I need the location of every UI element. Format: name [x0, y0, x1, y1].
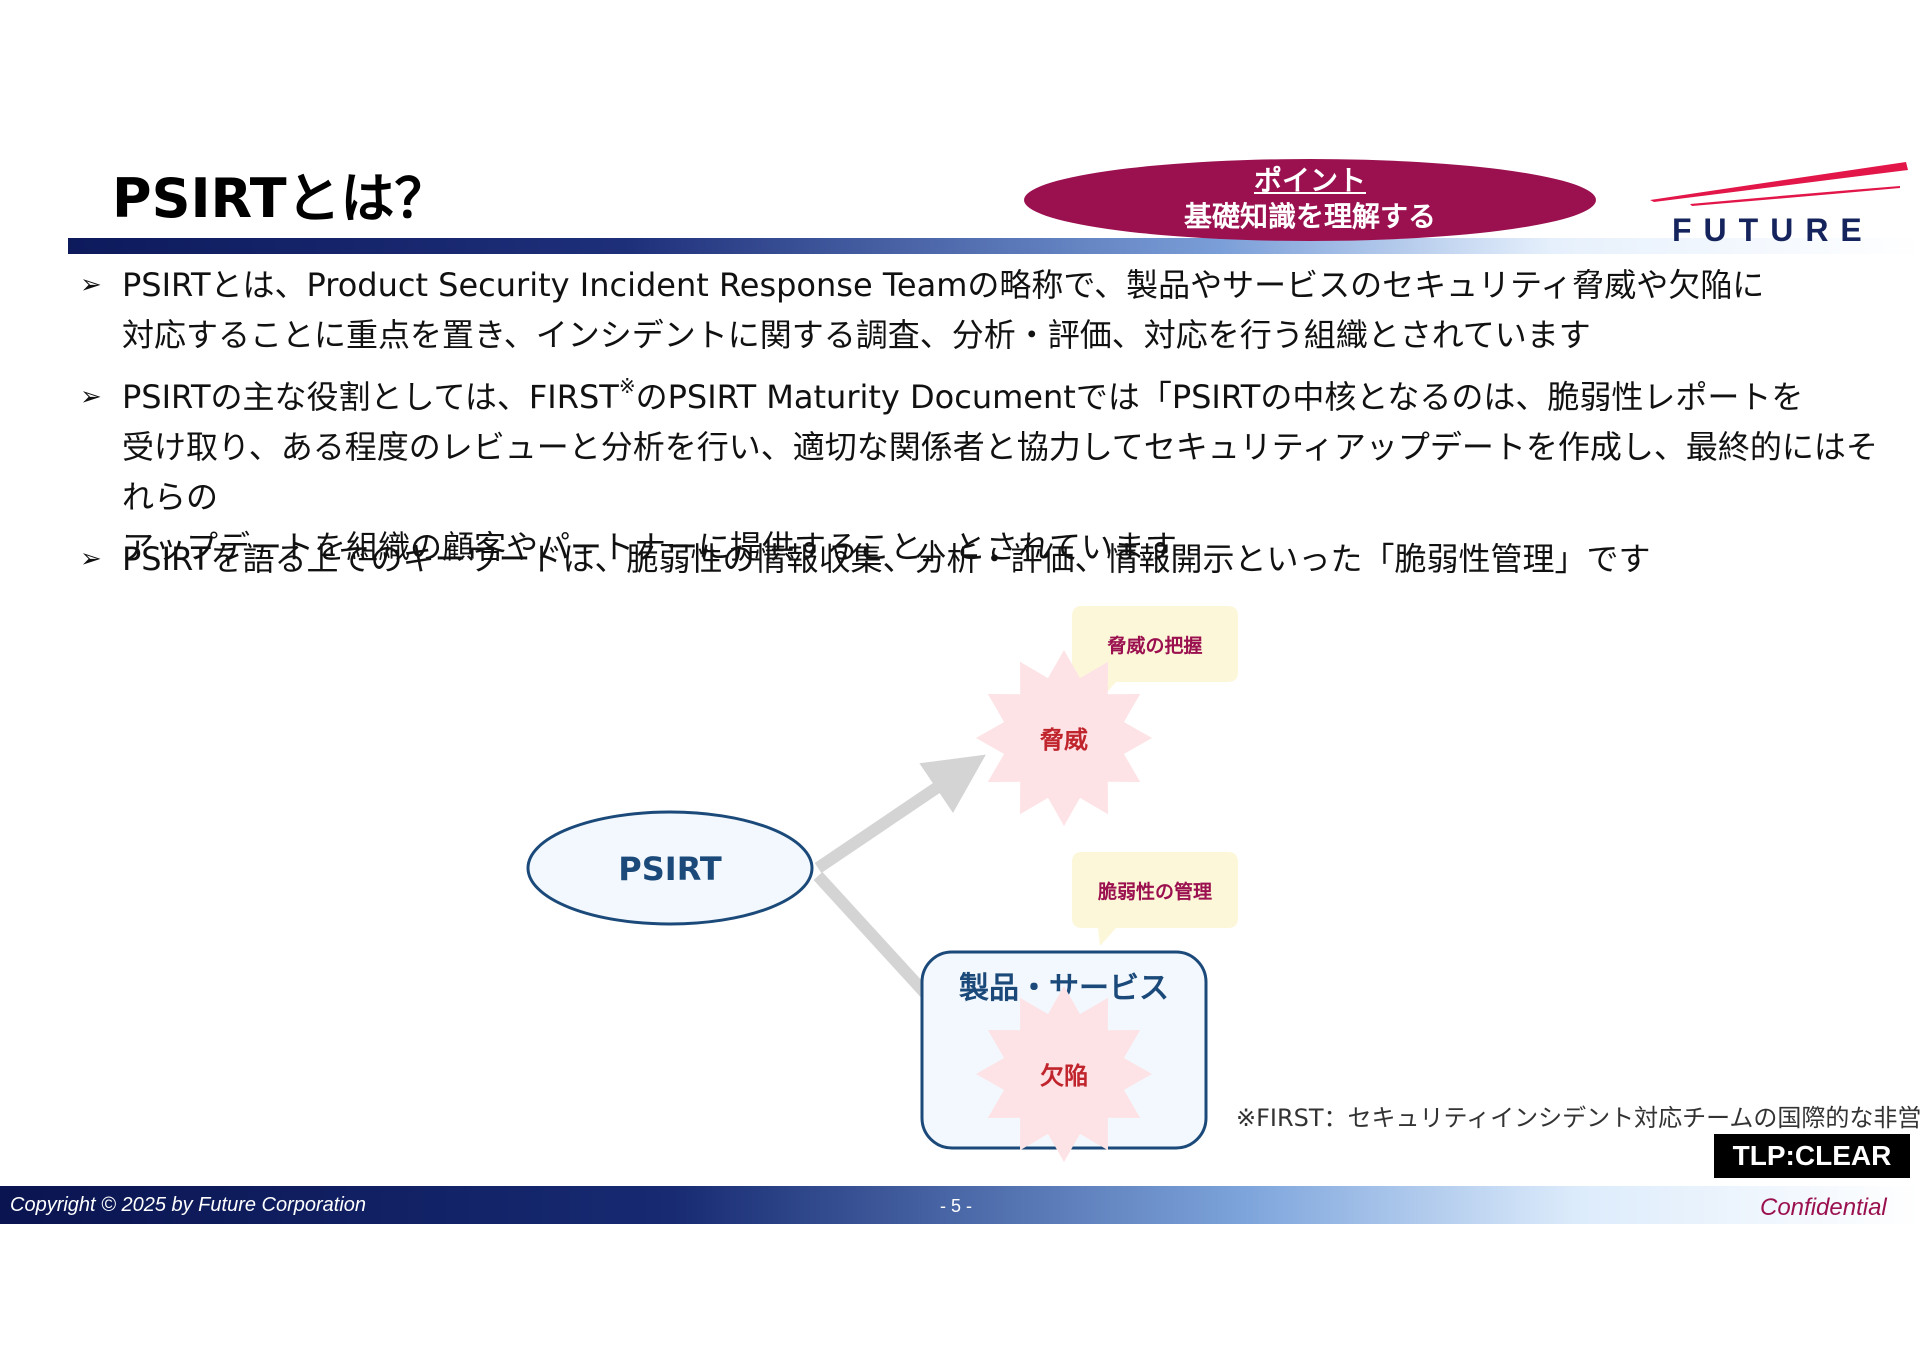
title-underline-bar: [68, 238, 1920, 254]
bullet-item: ➢ PSIRTを語る上でのキーワードは、脆弱性の情報収集、分析・評価、情報開示と…: [80, 534, 1880, 584]
product-service-label: 製品・サービス: [959, 971, 1169, 1006]
threat-burst: 脅威: [976, 650, 1152, 826]
threat-burst-label: 脅威: [1039, 726, 1088, 754]
point-badge-label: ポイント: [1253, 164, 1366, 197]
bullet-item: ➢ PSIRTとは、Product Security Incident Resp…: [80, 260, 1880, 360]
footnote: ※FIRST：セキュリティインシデント対応チームの国際的な非営利団体: [1236, 1104, 1920, 1132]
psirt-node: PSIRT: [526, 810, 814, 926]
threat-callout: 脅威の把握: [1072, 606, 1238, 700]
future-logo-swoosh-icon: [1650, 162, 1908, 206]
confidential-label: Confidential: [1760, 1194, 1887, 1221]
page-title: PSIRTとは？: [112, 167, 449, 230]
bullet-text-after: のPSIRT Maturity Documentでは「PSIRTの中核となるのは…: [122, 378, 1878, 566]
bullet-marker-icon: ➢: [80, 270, 102, 300]
defect-burst: 欠陥: [976, 986, 1152, 1162]
bullet-text: PSIRTの主な役割としては、FIRST※のPSIRT Maturity Doc…: [122, 372, 1880, 572]
footnote-marker: ※: [618, 374, 636, 398]
bullet-marker-icon: ➢: [80, 382, 102, 412]
vuln-callout: 脆弱性の管理: [1072, 852, 1238, 946]
bullet-text-before: PSIRTの主な役割としては、FIRST: [122, 378, 619, 416]
footer-bar: [0, 1186, 1920, 1224]
vuln-callout-text: 脆弱性の管理: [1097, 880, 1212, 903]
arrow-to-threat: [814, 754, 986, 873]
future-logo-text: FUTURE: [1672, 212, 1874, 248]
bullet-marker-icon: ➢: [80, 544, 102, 574]
psirt-node-label: PSIRT: [618, 850, 722, 888]
tlp-badge: TLP:CLEAR: [1714, 1134, 1910, 1178]
product-service-box: 製品・サービス: [920, 950, 1208, 1150]
defect-burst-label: 欠陥: [1040, 1062, 1088, 1090]
page-number: - 5 -: [940, 1196, 973, 1216]
point-badge-text: 基礎知識を理解する: [1183, 200, 1436, 233]
bullet-item: ➢ PSIRTの主な役割としては、FIRST※のPSIRT Maturity D…: [80, 372, 1880, 572]
threat-callout-text: 脅威の把握: [1106, 634, 1202, 657]
bullet-text: PSIRTを語る上でのキーワードは、脆弱性の情報収集、分析・評価、情報開示といっ…: [122, 540, 1651, 578]
arrow-to-defect: [813, 871, 985, 1058]
copyright-text: Copyright © 2025 by Future Corporation: [10, 1194, 367, 1216]
bullet-text: PSIRTとは、Product Security Incident Respon…: [122, 266, 1765, 354]
point-badge: ポイント 基礎知識を理解する: [1024, 159, 1596, 241]
